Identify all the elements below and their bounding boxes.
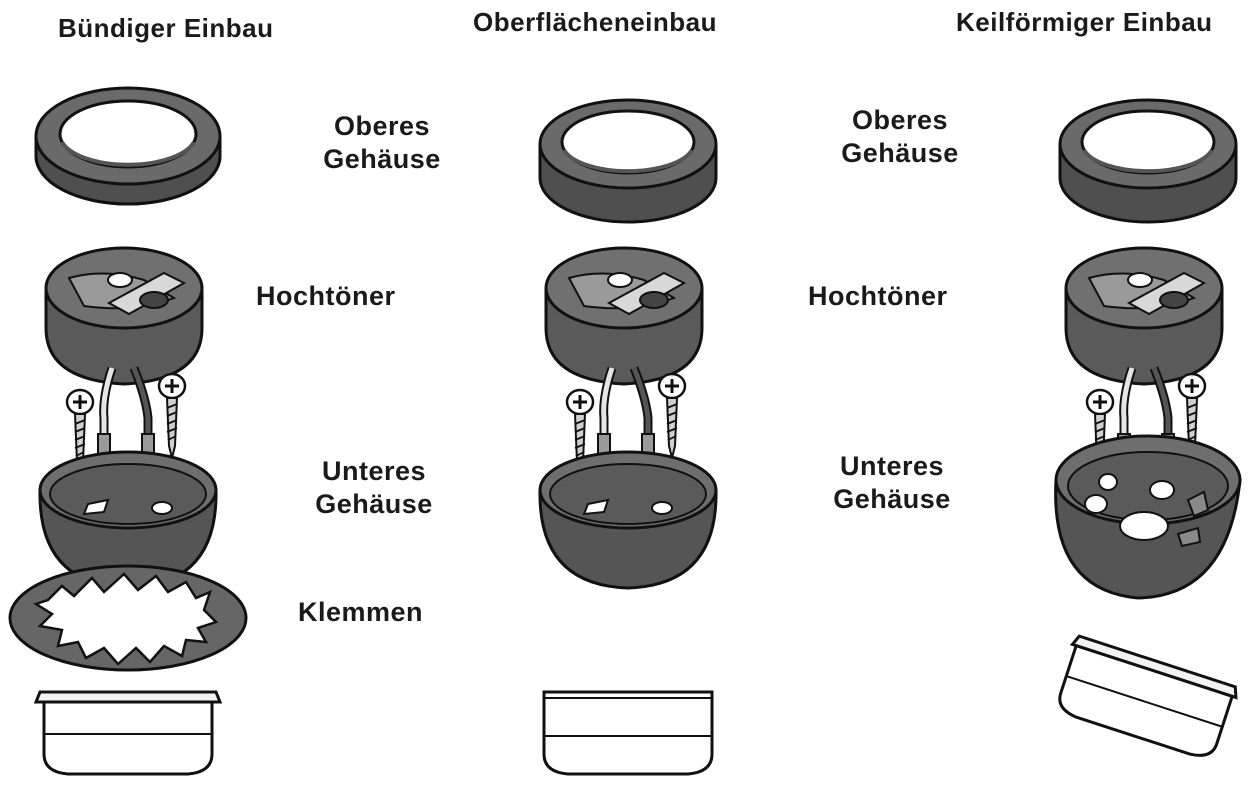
- wedge-tweeter-label: Hochtöner: [808, 281, 948, 311]
- flush-upper-housing-label: Oberes Gehäuse: [323, 111, 441, 174]
- wedge-title: Keilförmiger Einbau: [956, 7, 1213, 37]
- flush-side-profile: [34, 690, 222, 776]
- flush-lower-housing-label: Unteres Gehäuse: [315, 456, 433, 519]
- wedge-upper-housing-label: Oberes Gehäuse: [841, 105, 959, 168]
- wedge-column: [1054, 98, 1242, 757]
- surface-screw-right: [657, 372, 687, 460]
- flush-column: [8, 86, 248, 776]
- surface-side-profile: [542, 690, 714, 776]
- flush-tweeter: [44, 246, 204, 386]
- surface-column: [538, 98, 718, 776]
- flush-tweeter-label: Hochtöner: [256, 281, 396, 311]
- wedge-side-profile: [1058, 634, 1238, 757]
- flush-title: Bündiger Einbau: [58, 13, 274, 43]
- surface-tweeter: [544, 246, 704, 386]
- wedge-lower-housing: [1054, 434, 1242, 600]
- flush-upper-housing: [34, 86, 222, 206]
- wedge-tweeter: [1064, 246, 1224, 386]
- wedge-lower-housing-label: Unteres Gehäuse: [833, 451, 951, 514]
- surface-upper-housing: [538, 98, 718, 224]
- wedge-upper-housing: [1058, 98, 1238, 224]
- flush-clamps-label: Klemmen: [298, 597, 424, 627]
- surface-title: Oberflächeneinbau: [473, 7, 717, 37]
- surface-lower-housing: [538, 450, 718, 590]
- flush-clamp-ring: [8, 564, 248, 672]
- flush-screw-right: [157, 372, 187, 460]
